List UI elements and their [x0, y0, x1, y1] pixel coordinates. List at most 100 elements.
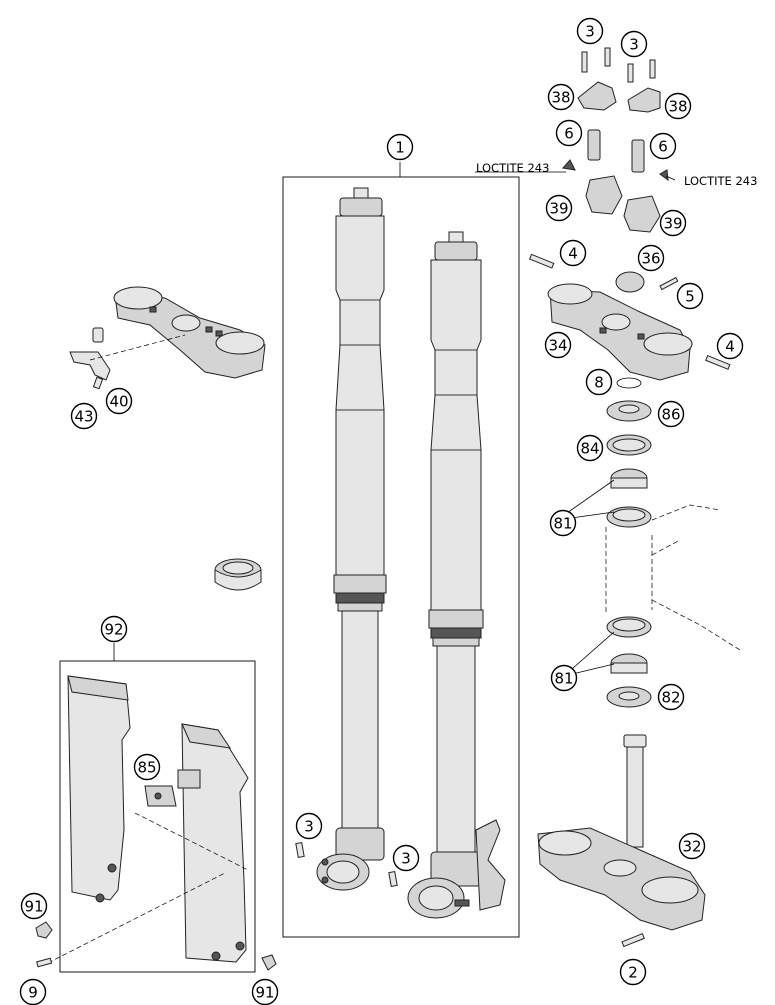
callout-circle	[386, 133, 414, 161]
upper-triple-clamp-left	[69, 286, 266, 390]
callout-number: 39	[663, 215, 682, 233]
callout-c36: 36	[637, 244, 665, 272]
fork-assembly-frame	[282, 176, 520, 938]
callout-circle	[100, 615, 128, 643]
loctite-note-right: LOCTITE 243	[684, 174, 757, 188]
callout-c3b: 3	[620, 30, 648, 58]
callout-circle	[620, 30, 648, 58]
callout-number: 5	[685, 288, 695, 306]
callout-circle	[576, 434, 604, 462]
callout-c34: 34	[544, 331, 572, 359]
handlebar-clamp-bottom	[585, 175, 661, 233]
callout-c84: 84	[576, 434, 604, 462]
callout-number: 3	[629, 36, 639, 54]
callout-circle	[657, 683, 685, 711]
callout-c3a: 3	[576, 17, 604, 45]
callout-number: 40	[109, 393, 128, 411]
callout-number: 91	[24, 898, 43, 916]
callout-circle	[676, 282, 704, 310]
callout-c4a: 4	[559, 239, 587, 267]
callout-circle	[649, 132, 677, 160]
callout-circle	[619, 958, 647, 986]
callout-c4b: 4	[716, 332, 744, 360]
callout-number: 92	[104, 621, 123, 639]
callout-circle	[657, 400, 685, 428]
callout-circle	[295, 812, 323, 840]
callout-c3c: 3	[295, 812, 323, 840]
callout-circle	[678, 832, 706, 860]
callout-number: 2	[628, 964, 638, 982]
callout-number: 38	[668, 98, 687, 116]
callout-c81a: 81	[549, 509, 577, 537]
callout-number: 34	[548, 337, 567, 355]
callout-circle	[20, 892, 48, 920]
callout-circle	[545, 194, 573, 222]
callout-circle	[70, 402, 98, 430]
callout-number: 8	[594, 374, 604, 392]
guard-clamp-axis	[134, 812, 249, 871]
callout-circle	[555, 119, 583, 147]
callout-circle	[105, 387, 133, 415]
callout-circle	[547, 83, 575, 111]
callout-circle	[637, 244, 665, 272]
callout-c91b: 91	[251, 978, 279, 1005]
guard-screw-axis	[47, 872, 226, 964]
callout-c43: 43	[70, 402, 98, 430]
fork-guard-right	[177, 723, 249, 963]
callout-number: 3	[585, 23, 595, 41]
handlebar-clamp-top	[577, 81, 661, 113]
callout-number: 85	[137, 759, 156, 777]
callout-number: 9	[28, 984, 38, 1002]
fork-clamp-screws	[295, 842, 398, 887]
callout-circle	[659, 209, 687, 237]
fork-leg-left	[316, 187, 387, 891]
upper-triple-clamp-right	[528, 253, 731, 381]
callout-c38a: 38	[547, 83, 575, 111]
frame-headtube-outline	[605, 504, 741, 651]
callout-number: 32	[682, 838, 701, 856]
callout-c91a: 91	[20, 892, 48, 920]
leader-lines	[113, 162, 676, 677]
callout-circle	[576, 17, 604, 45]
callout-number: 39	[549, 200, 568, 218]
callout-c40: 40	[105, 387, 133, 415]
callout-circle	[544, 331, 572, 359]
callout-number: 43	[74, 408, 93, 426]
handlebar-clamp-bolts	[562, 129, 669, 182]
callout-c38b: 38	[664, 92, 692, 120]
callout-circle	[664, 92, 692, 120]
callout-number: 6	[658, 138, 668, 156]
fork-guard-left	[67, 675, 131, 903]
callout-number: 3	[304, 818, 314, 836]
callout-number: 6	[564, 125, 574, 143]
callout-number: 82	[661, 689, 680, 707]
callout-c85: 85	[133, 753, 161, 781]
callout-c6a: 6	[555, 119, 583, 147]
callout-number: 3	[401, 850, 411, 868]
callout-c3d: 3	[392, 844, 420, 872]
callout-c82: 82	[657, 683, 685, 711]
callout-c6b: 6	[649, 132, 677, 160]
callout-c8: 8	[585, 368, 613, 396]
callout-number: 4	[725, 338, 735, 356]
fork-guard-assembly-frame	[59, 660, 256, 973]
callout-circle	[716, 332, 744, 360]
callout-c92: 92	[100, 615, 128, 643]
callout-circle	[585, 368, 613, 396]
steering-bearing-stack	[606, 377, 652, 708]
guard-screws	[35, 921, 277, 971]
loctite-note-left: LOCTITE 243	[476, 161, 549, 175]
callout-c32: 32	[678, 832, 706, 860]
callout-number: 81	[554, 670, 573, 688]
callout-number: 81	[553, 515, 572, 533]
callout-number: 38	[551, 89, 570, 107]
callout-number: 1	[395, 139, 405, 157]
callout-circle	[550, 664, 578, 692]
callout-c1: 1	[386, 133, 414, 161]
callout-c86: 86	[657, 400, 685, 428]
callout-c9: 9	[19, 978, 47, 1005]
callout-number: 36	[641, 250, 660, 268]
callout-number: 91	[255, 984, 274, 1002]
